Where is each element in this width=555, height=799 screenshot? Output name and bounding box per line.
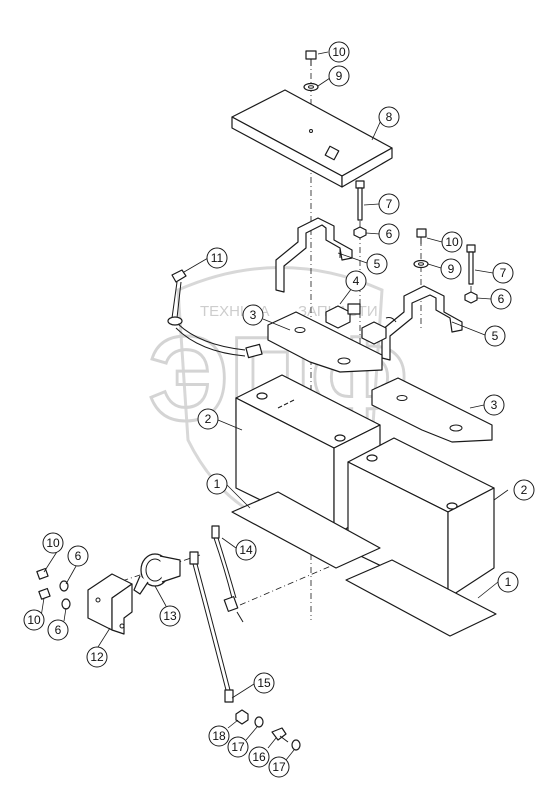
callout-label: 6 (386, 227, 393, 241)
battery-mat-1-b (345, 559, 497, 637)
cable-11 (167, 269, 263, 359)
callout-label: 15 (257, 676, 271, 690)
callout-14: 14 (235, 539, 257, 561)
callout-9-right: 9 (440, 258, 462, 280)
stud-16 (271, 727, 289, 743)
callout-label: 6 (498, 292, 505, 306)
callout-balloons: 10 9 8 7 6 10 9 7 6 5 5 11 4 3 3 2 2 1 1… (23, 41, 535, 778)
battery-cover-8 (231, 89, 393, 188)
callout-3-b: 3 (483, 394, 505, 416)
callout-label: 10 (27, 613, 41, 627)
washer-9-right (413, 259, 429, 269)
callout-3-a: 3 (242, 304, 264, 326)
washer-9-top (303, 82, 319, 92)
long-bolt-7-b (466, 244, 476, 285)
callout-8: 8 (378, 106, 400, 128)
callout-label: 2 (205, 412, 212, 426)
callout-label: 11 (211, 251, 224, 265)
disconnect-switch-13 (133, 553, 181, 595)
washer-17-a (254, 716, 264, 728)
clamp-bracket-5-a (275, 217, 353, 293)
callout-label: 3 (491, 398, 498, 412)
bolt-10-top (305, 50, 317, 66)
callout-label: 10 (332, 45, 346, 59)
clamp-bracket-5-b (381, 285, 463, 361)
callout-17-a: 17 (227, 736, 249, 758)
nut-6-left-b (61, 598, 71, 610)
callout-label: 14 (239, 543, 253, 557)
callout-6-left-b: 6 (47, 619, 69, 641)
cable-15 (189, 551, 234, 703)
callout-label: 6 (55, 623, 62, 637)
callout-11: 11 (206, 247, 228, 269)
bolt-10-left-b (38, 587, 51, 600)
callout-4: 4 (345, 270, 367, 292)
callout-label: 10 (445, 235, 459, 249)
callout-label: 7 (500, 266, 507, 280)
callout-label: 1 (214, 477, 221, 491)
bolt-10-right (416, 228, 427, 244)
callout-label: 9 (448, 262, 455, 276)
callout-6-b: 6 (490, 288, 512, 310)
callout-label: 16 (252, 750, 266, 764)
callout-7-a: 7 (378, 193, 400, 215)
nut-6-a (353, 226, 367, 239)
hold-down-plate-3-a (267, 311, 383, 373)
callout-label: 17 (231, 740, 245, 754)
terminal-cap-4-a (325, 303, 361, 329)
callout-label: 3 (250, 308, 257, 322)
callout-10-left-b: 10 (23, 609, 45, 631)
callout-7-b: 7 (492, 262, 514, 284)
mounting-bracket-12 (87, 573, 133, 635)
callout-17-b: 17 (268, 756, 290, 778)
battery-mat-1-a (231, 491, 381, 569)
callout-6-left-a: 6 (67, 545, 89, 567)
callout-label: 18 (212, 729, 226, 743)
callout-13: 13 (159, 605, 181, 627)
callout-9-top: 9 (328, 65, 350, 87)
callout-6-a: 6 (378, 223, 400, 245)
callout-label: 17 (272, 760, 286, 774)
callout-5-b: 5 (484, 325, 506, 347)
hold-down-plate-3-b (371, 377, 493, 443)
callout-label: 8 (386, 110, 393, 124)
callout-2-a: 2 (197, 408, 219, 430)
callout-10-left-a: 10 (42, 532, 64, 554)
callout-label: 2 (521, 483, 528, 497)
callout-label: 4 (353, 274, 360, 288)
callout-1-a: 1 (206, 473, 228, 495)
callout-1-b: 1 (497, 571, 519, 593)
battery-2-b (347, 437, 495, 599)
callout-label: 1 (505, 575, 512, 589)
bolt-10-left-a (36, 567, 49, 580)
callout-label: 12 (90, 650, 104, 664)
callout-5-a: 5 (366, 253, 388, 275)
callout-label: 10 (46, 536, 60, 550)
callout-15: 15 (253, 672, 275, 694)
callout-18: 18 (208, 725, 230, 747)
callout-2-b: 2 (513, 479, 535, 501)
terminal-cap-4-b (361, 317, 397, 345)
callout-label: 5 (374, 257, 381, 271)
long-bolt-7-a (355, 180, 365, 221)
cable-14 (211, 525, 244, 623)
callout-label: 13 (163, 609, 177, 623)
washer-17-b (291, 739, 301, 751)
callout-label: 7 (386, 197, 393, 211)
callout-label: 9 (336, 69, 343, 83)
callout-label: 6 (75, 549, 82, 563)
callout-10-right: 10 (441, 231, 463, 253)
callout-16: 16 (248, 746, 270, 768)
callout-10-top: 10 (328, 41, 350, 63)
nut-6-b (464, 291, 478, 304)
callout-label: 5 (492, 329, 499, 343)
nut-18 (235, 709, 249, 725)
callout-12: 12 (86, 646, 108, 668)
